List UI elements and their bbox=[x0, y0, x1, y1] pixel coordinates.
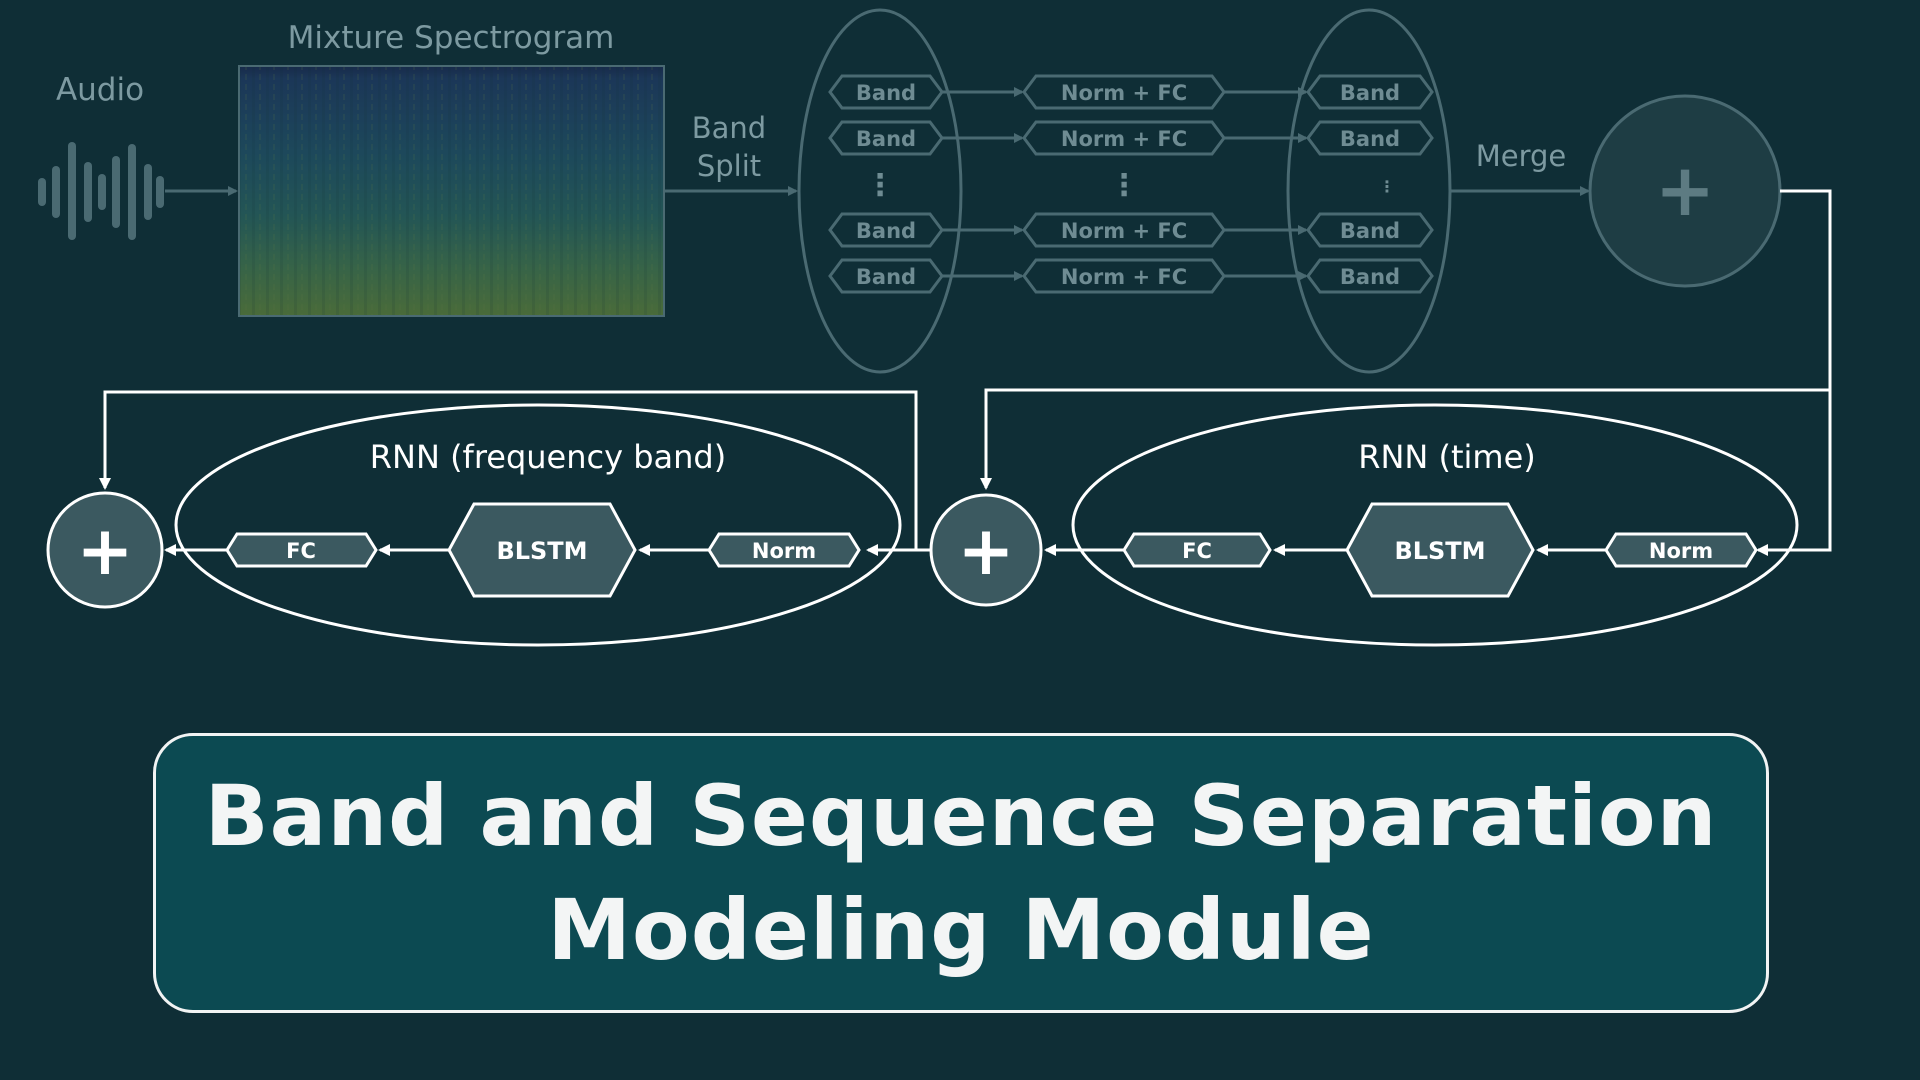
rnn-frequency-fc: FC bbox=[225, 532, 378, 568]
norm-fc-label: Norm + FC bbox=[1061, 265, 1187, 289]
rnn-time-blstm: BLSTM bbox=[1345, 502, 1535, 598]
ellipsis-dots: ⋮ bbox=[1379, 177, 1395, 196]
norm-fc-label: Norm + FC bbox=[1061, 127, 1187, 151]
band-box-label: Band bbox=[1340, 265, 1400, 289]
band-box bbox=[1306, 120, 1434, 156]
ellipsis-dots: ⋮ bbox=[865, 168, 895, 203]
band-box-label: Band bbox=[1340, 127, 1400, 151]
svg-text:BLSTM: BLSTM bbox=[496, 537, 587, 565]
rnn-frequency-group bbox=[174, 403, 902, 647]
band-box-label: Band bbox=[856, 265, 916, 289]
band-box-label: Band bbox=[856, 81, 916, 105]
band-group-right bbox=[1286, 8, 1452, 374]
rnn-frequency-norm: Norm bbox=[707, 532, 861, 568]
title-line-2: Modeling Module bbox=[547, 881, 1375, 979]
norm-fc-label: Norm + FC bbox=[1061, 219, 1187, 243]
band-box bbox=[1306, 258, 1434, 294]
svg-text:Norm: Norm bbox=[752, 539, 816, 563]
dual-path-rnn: RNN (time) Norm BLSTM FC + RNN (frequenc… bbox=[46, 189, 1832, 647]
title-line-1: Band and Sequence Separation bbox=[204, 767, 1718, 865]
band-split-label-2: Split bbox=[697, 149, 761, 183]
svg-text:BLSTM: BLSTM bbox=[1394, 537, 1485, 565]
band-box bbox=[1306, 74, 1434, 110]
merge-plus-node: + bbox=[1588, 94, 1782, 288]
band-split-pipeline: Audio Mixture Spectrogram Band Split bbox=[38, 8, 1782, 374]
plus-icon: + bbox=[958, 512, 1015, 591]
band-box-label: Band bbox=[1340, 219, 1400, 243]
merge-label: Merge bbox=[1476, 139, 1567, 173]
norm-fc-label: Norm + FC bbox=[1061, 81, 1187, 105]
band-box bbox=[1306, 212, 1434, 248]
plus-icon: + bbox=[1655, 148, 1715, 232]
rnn-time-group bbox=[1071, 403, 1799, 647]
ellipsis-dots: ⋮ bbox=[1109, 168, 1139, 203]
frequency-sum-node: + bbox=[46, 491, 164, 609]
rnn-time-title: RNN (time) bbox=[1358, 438, 1536, 476]
band-split-label: Band bbox=[692, 111, 766, 145]
spectrogram-label: Mixture Spectrogram bbox=[288, 20, 615, 56]
rnn-time-fc: FC bbox=[1122, 532, 1272, 568]
rnn-frequency-title: RNN (frequency band) bbox=[370, 438, 726, 476]
merge-to-time-connector bbox=[1756, 189, 1832, 556]
freq-skip-connection bbox=[99, 390, 918, 550]
band-box-label: Band bbox=[1340, 81, 1400, 105]
svg-text:Norm: Norm bbox=[1649, 539, 1713, 563]
band-box-label: Band bbox=[856, 127, 916, 151]
plus-icon: + bbox=[77, 512, 134, 591]
band-row: Band Norm + FC Band bbox=[828, 74, 1434, 110]
time-sum-node: + bbox=[929, 493, 1043, 607]
svg-text:FC: FC bbox=[1182, 539, 1212, 563]
rnn-frequency-blstm: BLSTM bbox=[447, 502, 637, 598]
time-skip-connection bbox=[980, 388, 1830, 490]
band-row: Band Norm + FC Band bbox=[828, 258, 1434, 294]
audio-label: Audio bbox=[56, 72, 144, 108]
spectrogram-image bbox=[238, 65, 665, 317]
svg-text:FC: FC bbox=[286, 539, 316, 563]
title-box: Band and Sequence Separation Modeling Mo… bbox=[153, 733, 1769, 1013]
waveform-icon bbox=[38, 142, 164, 240]
band-row: Band Norm + FC Band bbox=[828, 212, 1434, 248]
band-group-left bbox=[797, 8, 963, 374]
band-box-label: Band bbox=[856, 219, 916, 243]
rnn-time-norm: Norm bbox=[1604, 532, 1758, 568]
band-row: Band Norm + FC Band bbox=[828, 120, 1434, 156]
